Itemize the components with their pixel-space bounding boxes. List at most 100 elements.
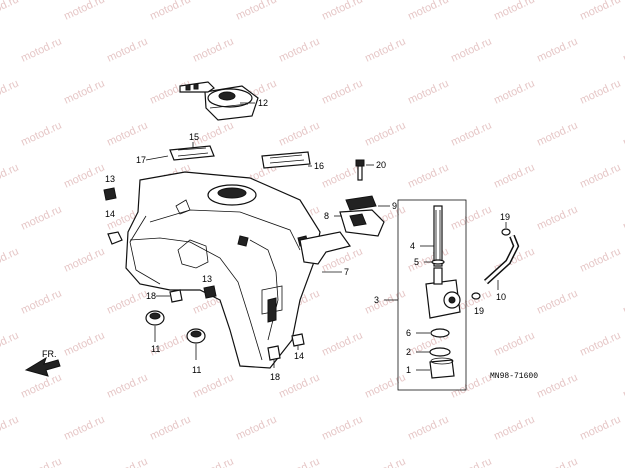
watermark-text: motod.ru [449,119,493,148]
callout-9: 9 [392,201,397,211]
watermark-text: motod.ru [449,35,493,64]
clip-13-left [103,187,117,201]
watermark-text: motod.ru [234,413,278,442]
watermark-text: motod.ru [19,371,63,400]
watermark-text: motod.ru [62,0,106,23]
watermark-text: motod.ru [535,35,579,64]
watermark-text: motod.ru [492,0,536,23]
watermark-text: motod.ru [578,245,622,274]
watermark-text: motod.ru [148,0,192,23]
callout-16: 16 [314,161,324,171]
watermark-text: motod.ru [234,0,278,23]
fuel-cap [179,81,259,121]
watermark-text: motod.ru [449,203,493,232]
watermark-text: motod.ru [621,455,625,468]
watermark-text: motod.ru [621,371,625,400]
watermark-text: motod.ru [492,77,536,106]
watermark-text: motod.ru [578,161,622,190]
watermark-text: motod.ru [621,203,625,232]
o-ring-6 [430,328,450,338]
watermark-text: motod.ru [105,119,149,148]
tank-stay [299,231,352,265]
clip-14-left [107,231,123,245]
sticker-16 [261,151,311,169]
callout-8: 8 [324,211,329,221]
watermark-text: motod.ru [0,413,21,442]
watermark-text: motod.ru [62,245,106,274]
watermark-text: motod.ru [277,371,321,400]
watermark-text: motod.ru [621,119,625,148]
callout-12: 12 [258,98,268,108]
watermark-text: motod.ru [0,161,21,190]
callout-4: 4 [410,241,415,251]
watermark-text: motod.ru [105,287,149,316]
watermark-text: motod.ru [363,371,407,400]
watermark-text: motod.ru [535,287,579,316]
callout-1: 1 [406,365,411,375]
bracket-8 [339,209,385,237]
bolt-20 [355,159,365,181]
watermark-text: motod.ru [277,119,321,148]
watermark-text: motod.ru [19,35,63,64]
callout-5: 5 [414,257,419,267]
watermark-text: motod.ru [148,413,192,442]
watermark-text: motod.ru [492,329,536,358]
watermark-text: motod.ru [578,329,622,358]
callout-17: 17 [136,155,146,165]
watermark-text: motod.ru [191,35,235,64]
callout-19-top: 19 [500,212,510,222]
watermark-text: motod.ru [277,455,321,468]
watermark-text: motod.ru [19,119,63,148]
watermark-text: motod.ru [191,455,235,468]
watermark-text: motod.ru [492,161,536,190]
callout-15: 15 [189,132,199,142]
fuel-tank [125,171,321,369]
callout-13-left: 13 [105,174,115,184]
watermark-text: motod.ru [406,161,450,190]
callout-20: 20 [376,160,386,170]
watermark-text: motod.ru [19,287,63,316]
watermark-text: motod.ru [320,329,364,358]
callout-13-mid: 13 [202,274,212,284]
callout-10: 10 [496,292,506,302]
clip-13-mid [203,285,217,299]
watermark-text: motod.ru [406,0,450,23]
callout-14-left: 14 [105,209,115,219]
callout-18-left: 18 [146,291,156,301]
watermark-text: motod.ru [62,413,106,442]
watermark-text: motod.ru [578,0,622,23]
front-direction-arrow: FR. [24,349,61,377]
watermark-text: motod.ru [105,455,149,468]
watermark-text: motod.ru [0,245,21,274]
callout-6: 6 [406,328,411,338]
watermark-text: motod.ru [535,371,579,400]
watermark-text: motod.ru [320,0,364,23]
watermark-text: motod.ru [621,287,625,316]
watermark-text: motod.ru [363,455,407,468]
watermark-text: motod.ru [535,455,579,468]
callout-18-bottom: 18 [270,372,280,382]
watermark-text: motod.ru [191,371,235,400]
fuel-tube [483,234,520,285]
watermark-text: motod.ru [62,329,106,358]
callout-3: 3 [374,295,379,305]
watermark-text: motod.ru [19,455,63,468]
watermark-text: motod.ru [449,455,493,468]
watermark-text: motod.ru [0,77,21,106]
bolt-18-bottom [267,345,281,361]
fuel-strainer [433,205,443,267]
callout-2: 2 [406,347,411,357]
watermark-text: motod.ru [0,0,21,23]
watermark-text: motod.ru [105,371,149,400]
o-ring-5 [431,259,445,265]
watermark-text: motod.ru [406,413,450,442]
cushion-11-b [186,328,206,344]
watermark-text: motod.ru [535,203,579,232]
callout-7: 7 [344,267,349,277]
watermark-text: motod.ru [492,413,536,442]
watermark-text: motod.ru [363,35,407,64]
sticker-15 [169,145,215,161]
watermark-text: motod.ru [320,77,364,106]
gasket-2 [429,347,451,357]
watermark-text: motod.ru [578,413,622,442]
